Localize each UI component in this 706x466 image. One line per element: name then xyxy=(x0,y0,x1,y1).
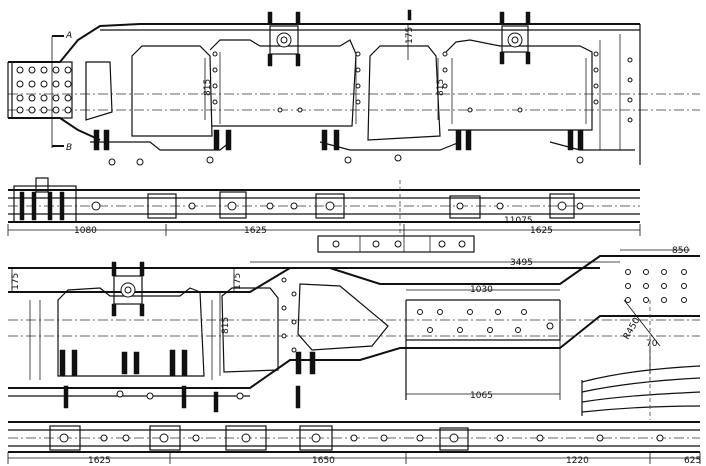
brake-hangers-top xyxy=(90,129,635,166)
dim-1650: 1650 xyxy=(312,456,335,466)
dim-1065: 1065 xyxy=(470,391,493,401)
dim-625: 625 xyxy=(684,456,701,466)
small-plate-detail xyxy=(317,235,475,253)
dim-3495: 3495 xyxy=(510,258,533,268)
bottom-dimension-line: 1625 1650 1220 625 xyxy=(7,452,701,466)
spring-hangers-top xyxy=(267,9,531,67)
dim-1220: 1220 xyxy=(566,456,589,466)
section-mark-a: A xyxy=(65,31,72,41)
dim-v175-bottom-a: 175 xyxy=(11,273,21,290)
buffer-bolt-grid xyxy=(16,66,72,114)
top-side-elevation: A B xyxy=(7,9,700,166)
dim-850: 850 xyxy=(672,246,689,256)
dim-v175-bottom-b: 175 xyxy=(233,273,243,290)
bottom-plan-strip xyxy=(8,421,700,453)
dim-v815-bottom: 815 xyxy=(221,317,231,334)
dim-1625-bottom: 1625 xyxy=(88,456,111,466)
rivets-top xyxy=(212,51,633,123)
dim-11075: 11075 xyxy=(504,216,533,226)
axlebox-guides-top xyxy=(131,34,621,150)
top-plan-strip xyxy=(8,177,640,234)
section-mark-b: B xyxy=(66,143,72,153)
dim-1625-top-a: 1625 xyxy=(244,226,267,236)
dim-1080: 1080 xyxy=(74,226,97,236)
dim-v815-top-a: 815 xyxy=(203,79,213,96)
dim-v70: 70 xyxy=(646,339,658,349)
top-dimension-line: 1080 1625 11075 1625 xyxy=(7,216,641,236)
rivets-bottom xyxy=(281,269,687,353)
dim-v175-top: 175 xyxy=(405,27,415,44)
brake-hangers-bottom xyxy=(59,349,316,413)
bottom-side-elevation: 3495 850 xyxy=(8,246,701,420)
dim-v815-top-b: 815 xyxy=(436,79,446,96)
dim-1625-top-b: 1625 xyxy=(530,226,553,236)
